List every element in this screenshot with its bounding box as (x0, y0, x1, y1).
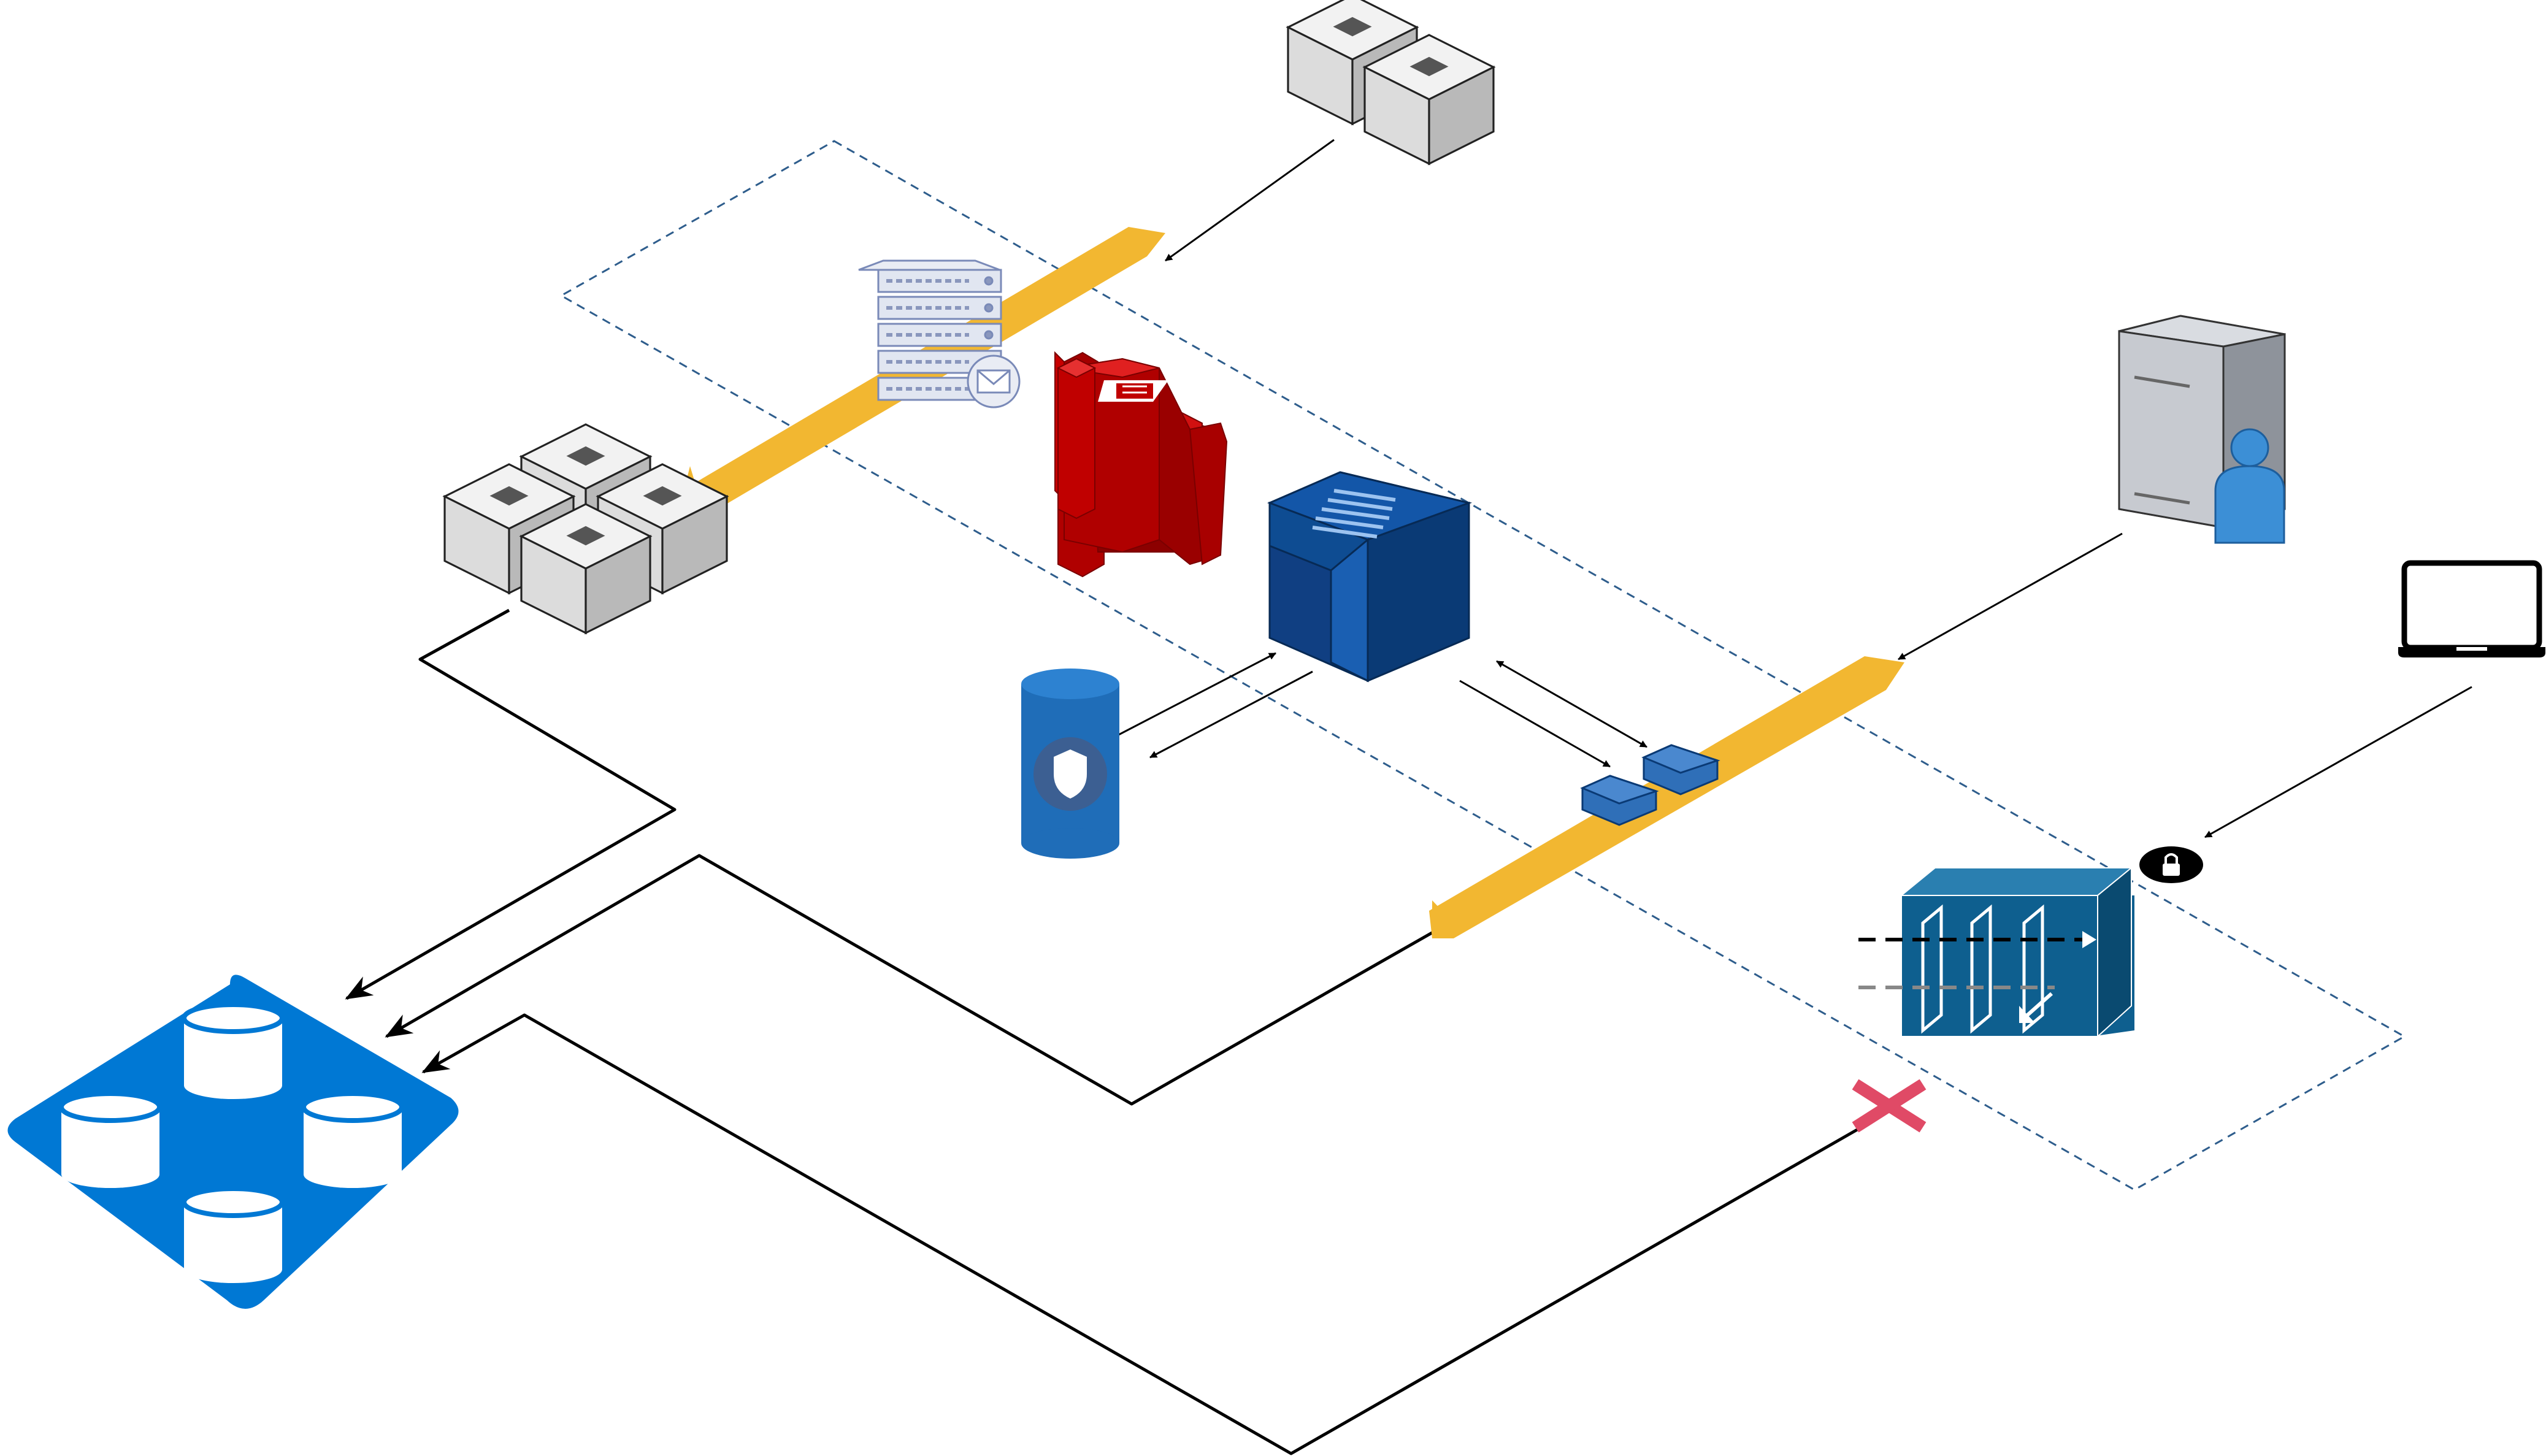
laptop-icon (2398, 560, 2545, 657)
user-icon (2214, 428, 2285, 544)
db-cylinder-bottom (182, 1186, 285, 1283)
firewall-icon (1858, 866, 2134, 1038)
thin-arrows (1116, 139, 2472, 838)
database-cluster-icon (7, 975, 459, 1309)
spreadsheet-icon (1098, 380, 1168, 402)
arrow-server-to-db-2 (1149, 670, 1313, 759)
storage-cluster-top (1287, 0, 1495, 165)
arrow-server-to-pads-1 (1496, 660, 1647, 748)
lock-badge (2139, 846, 2203, 883)
arrow-top-cluster-to-band (1165, 139, 1335, 262)
database-red-icon (1054, 351, 1228, 578)
mail-server-icon (858, 259, 1021, 408)
link-cut-to-db-3 (421, 1013, 1866, 1455)
shielded-database-icon (1021, 669, 1119, 859)
link-cluster-to-db-1 (345, 608, 677, 1000)
gateway-pads (1580, 744, 1720, 826)
db-cylinder-left (59, 1091, 162, 1188)
db-cylinder-right (301, 1091, 404, 1188)
link-band-to-db-2 (385, 854, 1440, 1106)
arrow-server-to-pads-2 (1459, 680, 1611, 768)
dashed-zone (559, 140, 2407, 1191)
network-pad-icon (1580, 744, 1720, 826)
lock-icon (2139, 846, 2203, 883)
database-red (1054, 351, 1228, 578)
connection-lines (345, 608, 1866, 1455)
mail-server (858, 259, 1021, 408)
storage-cluster-main (443, 423, 728, 634)
laptop (2398, 560, 2545, 657)
user-server (2118, 315, 2286, 544)
cross-icon (1852, 1079, 1927, 1133)
arrow-db-to-server-1 (1116, 652, 1276, 737)
db-cluster (7, 975, 459, 1309)
secure-db (1021, 669, 1119, 859)
arrow-laptop-to-lock (2204, 686, 2472, 838)
network-band-bottom (1429, 656, 1904, 938)
blue-server (1267, 471, 1473, 683)
firewall (1858, 866, 2134, 1038)
db-cylinder-top (182, 1002, 285, 1099)
cut-link (1852, 1079, 1927, 1133)
arrow-user-server-to-band (1898, 532, 2123, 661)
blue-server-icon (1267, 471, 1473, 683)
